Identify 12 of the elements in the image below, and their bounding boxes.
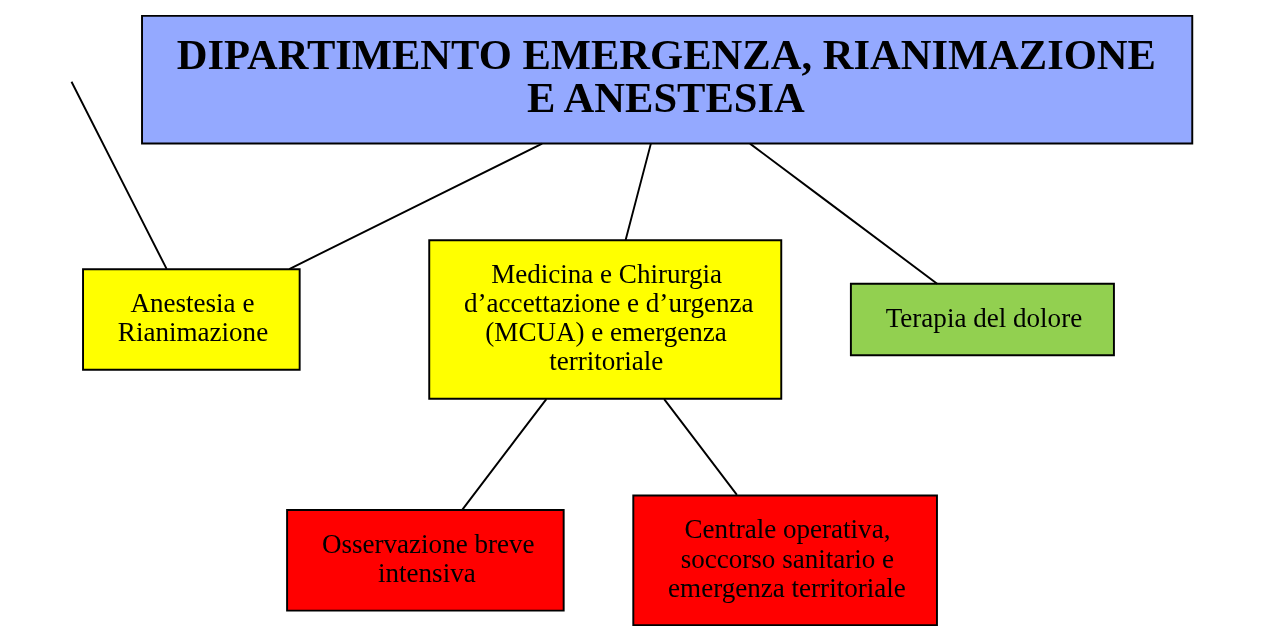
- node-box: Centrale operativa, soccorso sanitario e emergenza territoriale: [631, 494, 938, 627]
- connector: [287, 142, 543, 270]
- node-box: Osservazione breve intensiva: [285, 509, 565, 612]
- node-box: Anestesia e Rianimazione: [81, 268, 301, 371]
- node-box: Medicina e Chirurgia d’accettazione e d’urgenza (MCUA) e emergenza territoriale: [427, 239, 782, 400]
- connector: [748, 142, 938, 285]
- connector: [624, 142, 652, 241]
- node-box: Terapia del dolore: [849, 282, 1115, 357]
- connector: [70, 80, 168, 270]
- connector: [460, 398, 547, 511]
- connector: [662, 398, 738, 496]
- node-box: DIPARTIMENTO EMERGENZA, RIANIMAZIONE E ANESTESIA: [140, 14, 1193, 145]
